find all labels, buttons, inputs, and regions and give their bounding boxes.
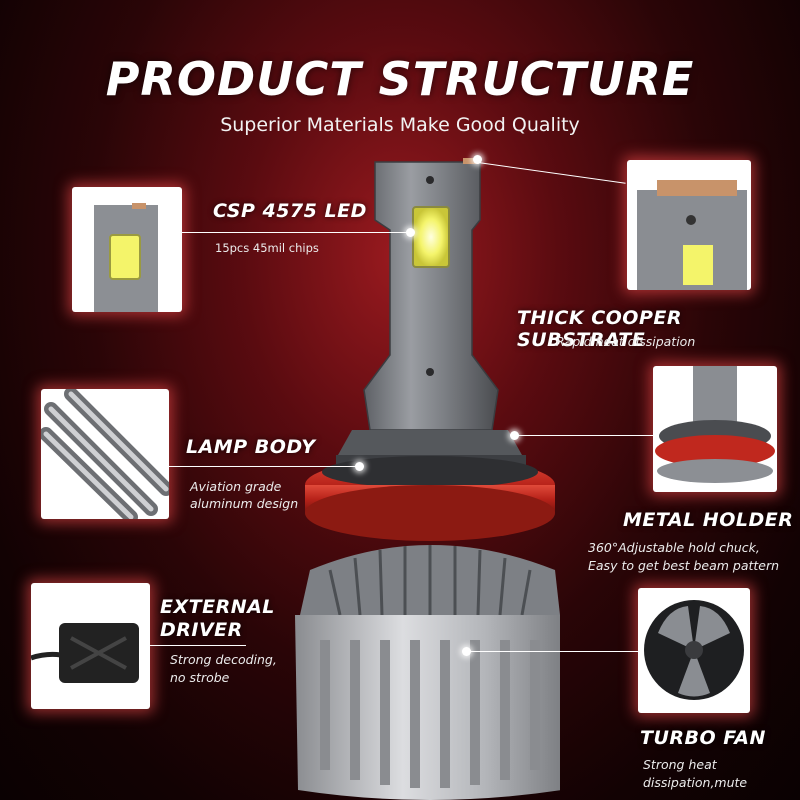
lamp-body-desc-line1: Aviation grade: [190, 479, 282, 494]
turbo-fan-desc-line1: Strong heat: [643, 757, 717, 772]
external-driver-connector: [150, 645, 246, 646]
lamp-body-title: LAMP BODY: [186, 436, 316, 458]
external-driver-desc-line2: no strobe: [170, 670, 230, 685]
page-title: PRODUCT STRUCTURE: [105, 52, 695, 106]
lamp-body-desc-line2: aluminum design: [190, 496, 299, 511]
csp-led-title: CSP 4575 LED: [213, 200, 367, 222]
lamp-body-connector: [169, 466, 360, 467]
substrate-desc: Rapid heat dissipation: [556, 334, 696, 349]
substrate-title: THICK COOPER SUBSTRATE: [517, 307, 682, 351]
led-bulb-illustration: [295, 158, 560, 800]
lamp-body-dot: [355, 462, 364, 471]
external-driver-title-line1: EXTERNAL: [160, 596, 275, 618]
external-driver-title-line2: DRIVER: [160, 619, 243, 641]
external-driver-thumbnail: [31, 583, 150, 709]
metal-holder-desc-line2: Easy to get best beam pattern: [588, 558, 780, 573]
turbo-fan-dot: [462, 647, 471, 656]
csp-led-desc: 15pcs 45mil chips: [215, 241, 319, 255]
turbo-fan-connector: [468, 651, 638, 652]
turbo-fan-desc-line2: dissipation,mute: [643, 775, 748, 790]
metal-holder-thumbnail: [653, 366, 777, 492]
metal-holder-desc-line1: 360°Adjustable hold chuck,: [588, 540, 760, 555]
page-subtitle: Superior Materials Make Good Quality: [220, 114, 580, 136]
csp-led-dot: [406, 228, 415, 237]
lamp-body-thumbnail: [41, 389, 169, 519]
turbo-fan-title: TURBO FAN: [640, 727, 766, 749]
csp-led-thumbnail: [72, 187, 182, 312]
metal-holder-dot: [510, 431, 519, 440]
led-board: [363, 158, 499, 431]
substrate-dot: [473, 155, 482, 164]
turbo-fan-thumbnail: [638, 588, 750, 713]
csp-led-connector: [182, 232, 412, 233]
heatsink-fins: [300, 545, 560, 616]
metal-holder-ring: [305, 456, 555, 541]
driver-housing: [295, 615, 560, 800]
substrate-thumbnail: [627, 160, 751, 290]
metal-holder-title: METAL HOLDER: [623, 509, 794, 531]
metal-holder-connector: [515, 435, 653, 436]
external-driver-desc-line1: Strong decoding,: [170, 652, 277, 667]
